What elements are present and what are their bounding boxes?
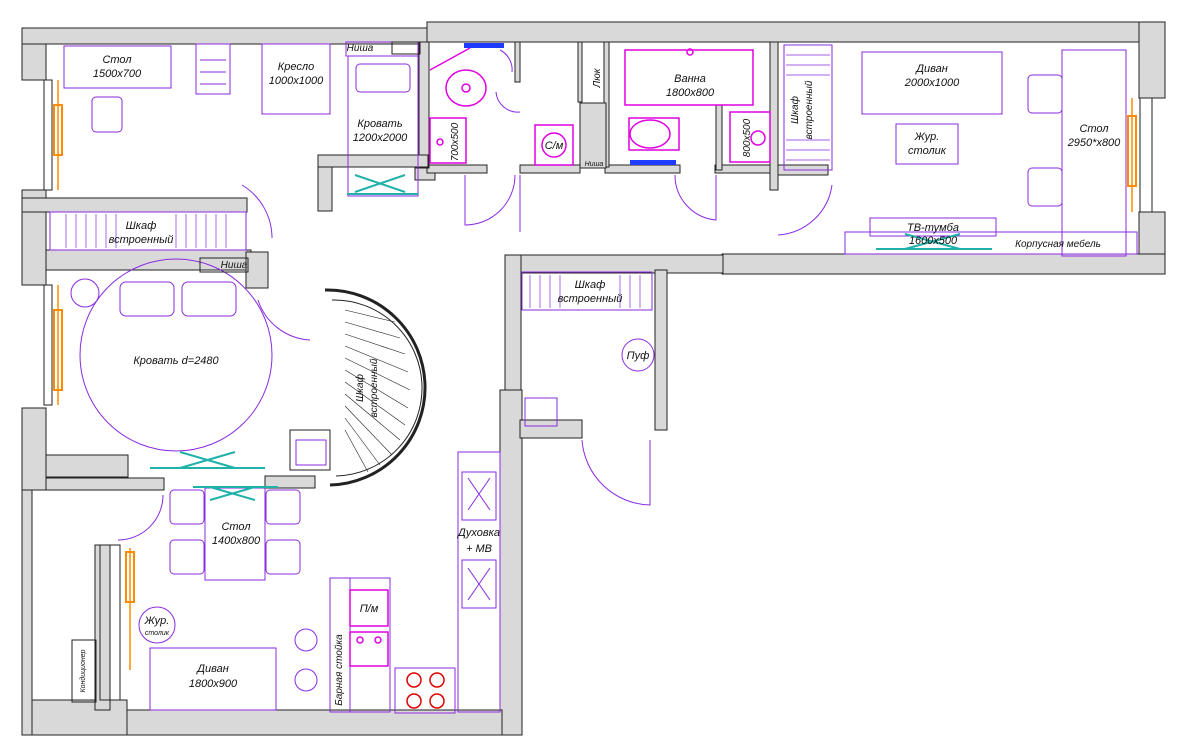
label-shower-2: 800x500 [742,118,753,157]
blue-accents [464,43,676,165]
label-wardrobe-left: Шкаф [126,220,157,232]
label-bar-counter: Барная стойка [334,634,345,706]
curved-wardrobe [344,309,411,473]
label-sofa-kitchen-size: 1800x900 [189,678,238,690]
plumbing [349,47,771,709]
kitchen-counter [457,451,501,713]
label-bed: Кровать [357,118,402,130]
walls [21,21,1166,736]
label-coffee-table: Жур. [914,131,940,143]
armchair [261,43,331,115]
teal-marks [150,174,992,501]
label-wardrobe-left-2: встроенный [109,234,174,246]
label-desk-bedroom: Стол [102,54,131,66]
door-swings [117,49,833,541]
label-cabinet-furniture: Корпусная мебель [1015,238,1101,250]
label-wardrobe-hall: Шкаф [575,279,606,291]
label-hatch: Люк [592,67,603,88]
label-tv-stand: ТВ-тумба [907,222,959,234]
wardrobe-hall [521,271,653,311]
label-washer: С/м [545,140,564,152]
label-armchair: Кресло [278,61,314,73]
shower-2 [729,111,771,163]
ladder [195,43,231,95]
label-wardrobe-top: Шкаф [789,95,801,123]
table-right [1061,49,1127,257]
washer [534,124,574,166]
label-niche-left: Ниша [221,260,248,271]
toilet-tank [429,47,471,71]
label-niche-top: Ниша [347,43,374,54]
furniture [49,41,1138,714]
niche-top [345,41,419,57]
label-shower-1: 700x500 [450,122,461,161]
label-desk-bedroom-size: 1500x700 [93,68,142,80]
windows [43,79,1153,701]
label-sofa-right: Диван [914,63,948,75]
coffee-table [895,123,959,165]
label-round-bed: Кровать d=2480 [133,355,219,367]
label-wardrobe-curve-2: встроенный [369,358,380,417]
bath [624,49,754,106]
label-oven: Духовка [456,527,500,539]
oven-marks [467,477,491,601]
label-armchair-size: 1000x1000 [269,75,324,87]
wardrobe-left [49,211,247,251]
label-sofa-kitchen: Диван [195,663,229,675]
label-wardrobe-top-2: встроенный [804,80,815,139]
air-conditioner [71,639,97,703]
curved-wall [324,288,427,487]
toilet-1 [445,69,487,107]
label-air-conditioner: Кондиционер [79,649,87,692]
wardrobe-hatching [65,54,830,308]
label-coffee-table-kitchen-2: столик [145,630,170,637]
coffee-table-kitchen [138,606,176,644]
label-wardrobe-hall-2: встроенный [558,293,623,305]
label-dining-table: Стол [221,521,250,533]
sofa-kitchen [149,647,277,711]
sink [349,631,389,667]
label-tv-stand-size: 1600x500 [909,235,958,247]
label-pouf: Пуф [627,350,650,362]
label-table-right: Стол [1079,123,1108,135]
dishwasher [349,589,389,627]
toilet-2-tank [628,117,680,151]
label-bath-size: 1800x800 [666,87,715,99]
label-coffee-table-kitchen: Жур. [144,615,170,627]
cabinet-furniture [844,231,1138,255]
shower-1 [429,117,467,164]
desk-bedroom [63,45,172,89]
label-oven-2: + МВ [466,543,492,555]
label-wardrobe-curve: Шкаф [354,373,366,401]
chair [91,96,123,133]
pouf [621,338,655,372]
label-dishwasher: П/м [360,603,379,615]
round-bed [79,258,273,452]
label-dining-table-size: 1400x800 [212,535,261,547]
label-bath: Ванна [674,73,706,85]
label-niche-bath: Ниша [585,161,604,168]
wardrobe-top [783,44,833,171]
label-table-right-size: 2950*x800 [1067,137,1121,149]
label-coffee-table-2: столик [908,145,947,157]
tv-stand [869,217,997,237]
room-labels: Стол 1500x700 Кресло 1000x1000 Ниша Кров… [79,43,1121,706]
label-sofa-right-size: 2000x1000 [904,77,960,89]
sofa-right [861,51,1003,115]
label-bed-size: 1200x2000 [353,132,408,144]
